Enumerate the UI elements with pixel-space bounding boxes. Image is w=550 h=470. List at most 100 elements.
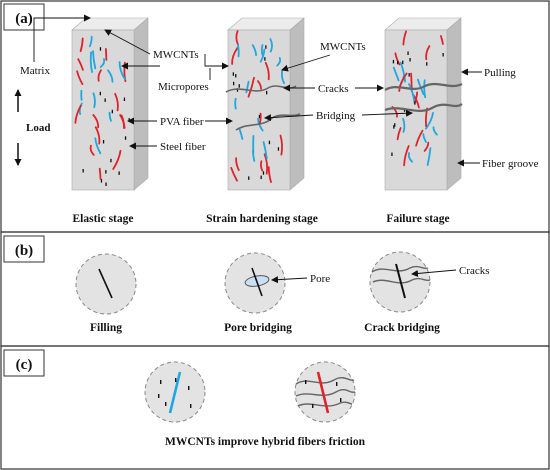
pva-fiber-mark: [74, 104, 82, 124]
steel-fiber-mark: [423, 79, 427, 99]
label-bridging: Bridging: [316, 110, 356, 122]
steel-fiber-mark: [99, 58, 106, 68]
pva-fiber-mark: [440, 35, 444, 45]
label-fiber-groove: Fiber groove: [482, 158, 539, 170]
steel-fiber-mark: [407, 152, 413, 163]
arrow-pore: [271, 276, 308, 284]
label-matrix: Matrix: [20, 65, 50, 77]
pva-fiber-mark: [77, 58, 84, 71]
steel-fiber-mark: [260, 44, 264, 56]
steel-fiber-mark: [281, 70, 285, 85]
arrow-mwcnts-right-in: [204, 54, 229, 70]
caption-filling: Filling: [90, 322, 122, 334]
label-steel-fiber: Steel fiber: [160, 141, 206, 153]
mwcnt-mark: [238, 84, 240, 88]
mwcnt-mark: [262, 171, 265, 175]
caption-failure-stage: Failure stage: [386, 213, 449, 225]
mwcnt-mark: [118, 171, 120, 175]
pva-fiber-mark: [112, 149, 122, 170]
mwcnt-mark: [100, 179, 103, 183]
pva-fiber-mark: [89, 144, 95, 156]
steel-fiber-mark: [92, 50, 97, 70]
label-micropores: Micropores: [158, 81, 209, 93]
pva-fiber-mark: [403, 145, 410, 167]
pva-fiber-mark: [423, 141, 430, 152]
steel-fiber-mark: [392, 66, 400, 82]
steel-fiber-mark: [259, 48, 266, 63]
block-side: [133, 17, 149, 191]
block-front: [71, 29, 135, 191]
steel-fiber-mark: [408, 83, 415, 102]
pva-fiber-mark: [94, 126, 101, 145]
mwcnt-mark: [124, 136, 127, 140]
mwcnt-mark: [248, 176, 250, 180]
mwcnt-mark: [409, 58, 411, 62]
pva-fiber-mark: [415, 129, 424, 147]
pva-fiber-mark: [394, 52, 401, 66]
mwcnt-mark: [232, 72, 234, 76]
pva-fiber-mark: [247, 76, 255, 98]
arrow-mwcnts-left: [104, 29, 151, 55]
steel-fiber-mark: [118, 61, 126, 81]
mwcnt-mark: [265, 45, 267, 49]
steel-fiber-mark: [269, 38, 273, 53]
steel-fiber-mark: [245, 80, 250, 94]
label-cracks: Cracks: [318, 83, 349, 95]
pva-fiber-mark: [119, 114, 126, 129]
mwcnt-mark: [407, 51, 409, 55]
steel-fiber-mark: [252, 150, 256, 162]
steel-fiber-mark: [234, 97, 237, 110]
block-elastic: [71, 17, 149, 191]
pva-fiber-mark: [260, 160, 264, 172]
mwcnt-mark: [391, 152, 393, 156]
mwcnt-mark: [426, 62, 428, 66]
steel-fiber-mark: [422, 133, 427, 143]
panel-a-tag: (a): [3, 3, 45, 31]
mwcnt-mark: [105, 182, 107, 186]
mwcnt-mark: [110, 158, 112, 163]
mwcnt-mark: [102, 140, 105, 144]
steel-fiber-mark: [88, 35, 93, 48]
mwcnt-mark: [402, 60, 404, 65]
pva-fiber-mark: [231, 47, 239, 65]
circle-filling: [75, 253, 137, 315]
mwcnt-mark: [82, 169, 84, 173]
pva-fiber-mark: [267, 166, 272, 183]
mwcnt-mark: [236, 88, 239, 92]
arrow-bridging-right: [361, 109, 413, 117]
steel-fiber-mark: [425, 112, 434, 130]
pva-fiber-mark: [402, 30, 407, 46]
block-failure: [384, 17, 462, 191]
label-pva-fiber: PVA fiber: [160, 116, 204, 128]
mwcnt-mark: [268, 140, 271, 145]
mwcnt-mark: [277, 147, 280, 151]
mwcnt-mark: [233, 81, 235, 86]
steel-fiber-mark: [94, 137, 102, 155]
steel-fiber-mark: [236, 43, 240, 58]
mwcnt-mark: [235, 74, 237, 78]
circle-mwcnts-steel: [144, 361, 206, 423]
pva-fiber-mark: [396, 127, 402, 141]
label-cracks-b: Cracks: [459, 265, 490, 277]
pva-fiber-mark: [263, 153, 269, 175]
mwcnt-mark: [99, 91, 101, 96]
steel-fiber-mark: [432, 126, 438, 136]
pva-fiber-mark: [92, 114, 100, 129]
caption-pore-bridging: Pore bridging: [224, 322, 292, 334]
panel-c-tag-text: (c): [16, 357, 33, 373]
pva-fiber-mark: [425, 45, 431, 61]
panel-c-frame: [0, 345, 550, 470]
mwcnt-mark: [264, 57, 266, 61]
steel-fiber-mark: [426, 147, 432, 166]
steel-fiber-mark: [89, 51, 93, 73]
pva-fiber-mark: [264, 61, 270, 81]
arrow-mwcnts-right: [281, 54, 331, 72]
mwcnt-mark: [99, 47, 102, 51]
label-mwcnts-right: MWCNTs: [320, 41, 366, 53]
mwcnt-mark: [392, 59, 395, 64]
mwcnt-mark: [266, 90, 268, 95]
mwcnt-mark: [414, 101, 416, 105]
block-side: [446, 17, 462, 191]
